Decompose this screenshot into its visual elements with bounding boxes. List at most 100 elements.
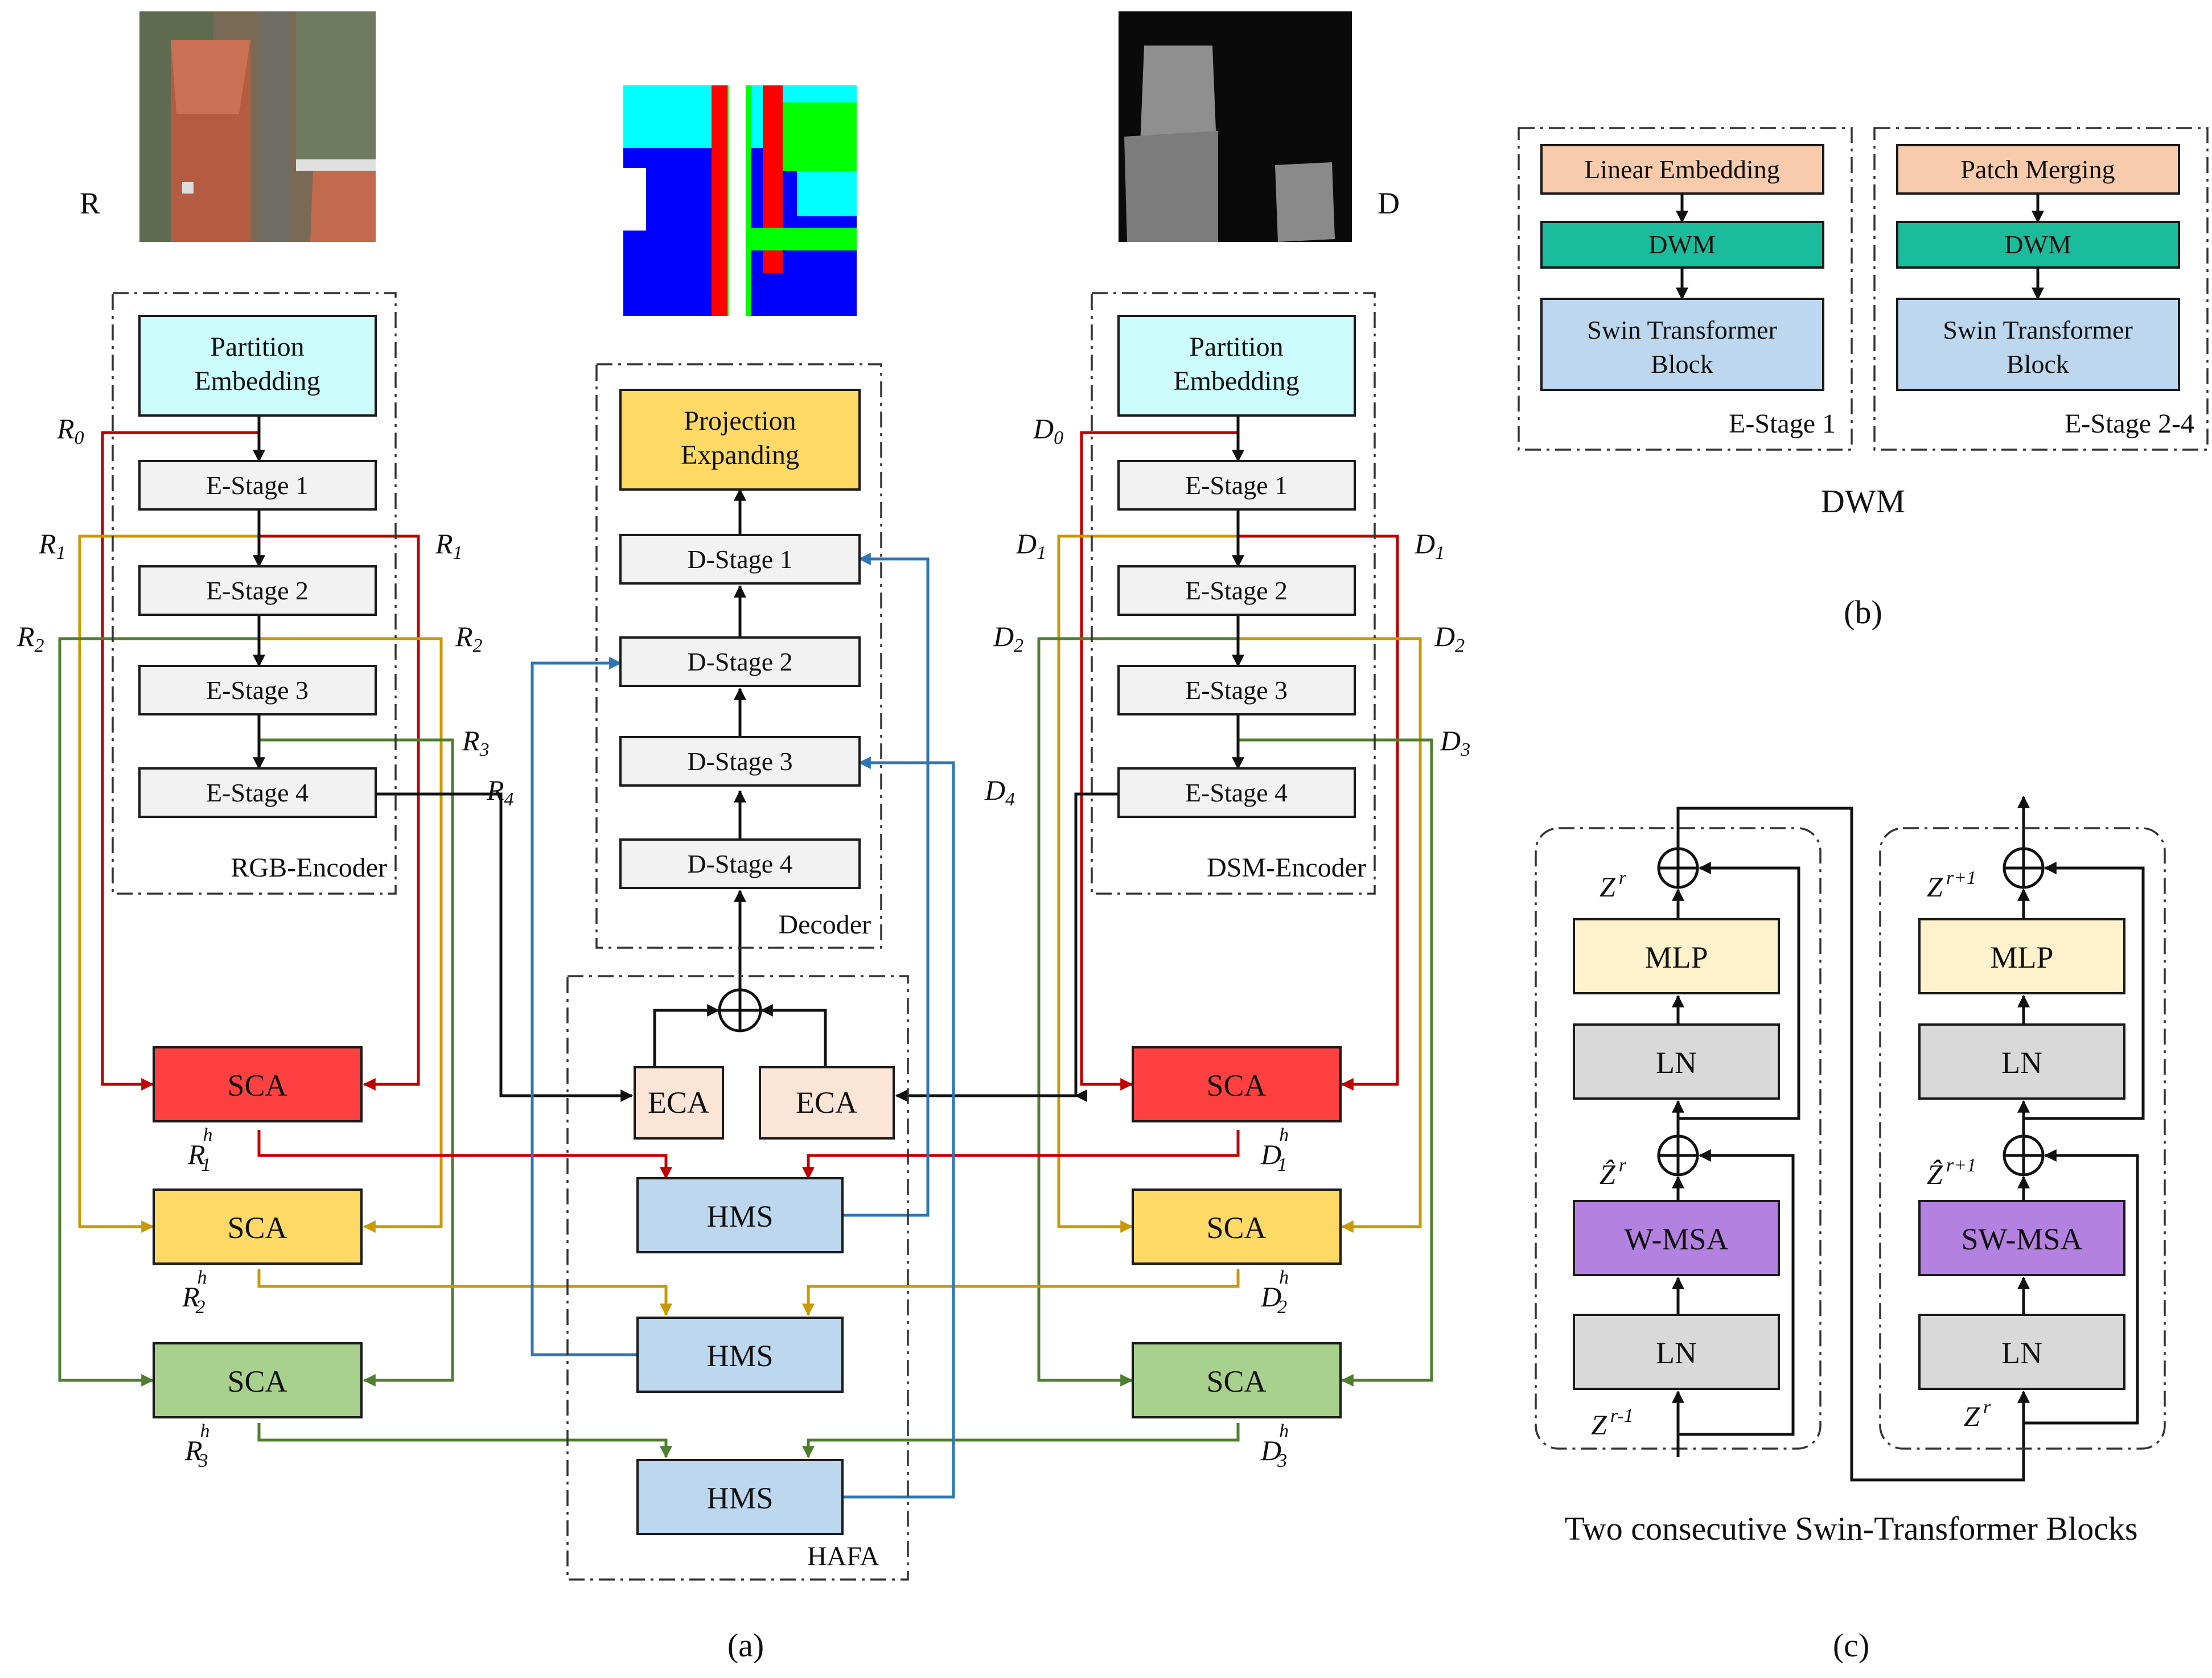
eca-right-label: ECA — [796, 1085, 857, 1120]
sca-rgb-2-label: SCA — [227, 1211, 287, 1245]
rgb-estage-3-label: E-Stage 3 — [206, 676, 309, 705]
hms-1 — [636, 1177, 844, 1253]
tap-r2-left: R2 — [17, 620, 44, 656]
swin-right-mlp-label: MLP — [1990, 940, 2053, 974]
eca-left — [634, 1066, 724, 1140]
sca-dsm-2 — [1132, 1188, 1342, 1265]
decoder-title: Decoder — [778, 910, 871, 940]
dsm-estage-4-label: E-Stage 4 — [1185, 778, 1288, 807]
dwm-right-swin-line2: Block — [2007, 349, 2069, 379]
tap-d1-left: D1 — [1015, 528, 1046, 564]
sca-dsm-3-label: SCA — [1206, 1364, 1266, 1399]
tap-d1-right: D1 — [1414, 528, 1445, 564]
wire-r1-yellow-left — [78, 534, 259, 1233]
wire-swin-left-skip-top — [1678, 862, 1800, 1120]
dwm-linear-embedding-label: Linear Embedding — [1584, 155, 1780, 184]
dsm-estage-1-label: E-Stage 1 — [1185, 471, 1288, 500]
sca-rgb-2 — [153, 1188, 363, 1265]
wire-d1-yellow-left — [1057, 534, 1238, 1233]
dwm-patch-merging-label: Patch Merging — [1960, 155, 2115, 184]
wire-r0 — [101, 431, 259, 1091]
swin-right-ln-bottom-label: LN — [2001, 1336, 2042, 1370]
wire-d4 — [895, 792, 1119, 1102]
wire-sca3-r-to-hms3 — [257, 1423, 672, 1459]
wire-sca2-r-to-hms2 — [257, 1269, 672, 1317]
dwm-right-swin — [1896, 298, 2180, 391]
wire-d2-green-left — [1037, 637, 1238, 1387]
hms-2 — [636, 1317, 844, 1393]
eca-right — [759, 1066, 895, 1140]
wire-d3-green-right — [1238, 738, 1433, 1387]
wire-hms1-to-dstage1 — [842, 553, 930, 1217]
panel-c-label: (c) — [1833, 1627, 1869, 1664]
projection-line1: Projection — [684, 406, 796, 436]
dwm-right-dwm — [1896, 221, 2180, 269]
swin-right-ln-top-label: LN — [2001, 1046, 2042, 1080]
dstage-3 — [619, 736, 861, 787]
wire-r2-green-left — [58, 637, 259, 1387]
dstage-2-label: D-Stage 2 — [687, 647, 792, 676]
wire-sca1-d-to-hms1 — [802, 1130, 1240, 1180]
decoder-group — [595, 363, 882, 949]
tap-d2-right: D2 — [1434, 620, 1465, 656]
dwm-left-swin — [1540, 298, 1824, 391]
dwm-left-stage-label: E-Stage 1 — [1729, 409, 1836, 439]
wire-d0 — [1080, 431, 1238, 1091]
wire-swin-between — [1676, 807, 2025, 1482]
swin-left-ln-top-label: LN — [1656, 1046, 1697, 1080]
hms-2-label: HMS — [706, 1339, 773, 1373]
swin-right-ln-bottom — [1918, 1314, 2125, 1390]
swin-left-ln-top — [1573, 1023, 1780, 1100]
wire-r1-red — [259, 534, 420, 1091]
dstage-3-label: D-Stage 3 — [687, 747, 792, 776]
tap-r2-right: R2 — [455, 620, 483, 656]
dwm-left-swin-line2: Block — [1651, 349, 1713, 379]
swin-right-group — [1879, 827, 2166, 1450]
rgb-estage-2-label: E-Stage 2 — [206, 576, 309, 605]
dsm-estage-3 — [1117, 665, 1356, 715]
sca-rgb-1 — [153, 1046, 363, 1122]
panel-a-label: (a) — [727, 1627, 764, 1664]
swin-left-mlp — [1573, 918, 1780, 994]
wire-sca1-r-to-hms1 — [257, 1130, 672, 1180]
hms-3-label: HMS — [706, 1481, 773, 1515]
panel-b-label: (b) — [1844, 594, 1882, 631]
tap-r3: R3 — [462, 725, 490, 760]
wire-r2-yellow-right — [259, 637, 443, 1233]
dstage-4 — [619, 838, 861, 889]
swin-left-sum-top — [1657, 847, 1699, 889]
wire-swin-left-skip-bottom — [1678, 1149, 1795, 1436]
wire-swin-right-skip-bottom — [2024, 1149, 2139, 1425]
sca-dsm-3 — [1132, 1342, 1342, 1418]
dsm-estage-4 — [1117, 767, 1356, 818]
dsm-partition-line1: Partition — [1189, 332, 1283, 362]
dsm-estage-1 — [1117, 460, 1356, 511]
wire-swin-right-skip-top — [2024, 862, 2145, 1120]
tap-r0: R0 — [56, 413, 84, 449]
dstage-1 — [619, 534, 861, 585]
sca-dsm-1 — [1132, 1046, 1342, 1122]
wire-eca-left-to-sum — [653, 1004, 720, 1067]
segmentation-output-image — [623, 85, 857, 316]
swin-left-msa-label: W-MSA — [1624, 1222, 1728, 1256]
tap-r4: R4 — [486, 774, 514, 810]
swin-left-ln-bottom — [1573, 1314, 1780, 1390]
tap-d3: D3 — [1440, 725, 1470, 760]
dwm-caption: DWM — [1821, 483, 1905, 520]
dstage-4-label: D-Stage 4 — [687, 849, 792, 878]
dsm-partition-line2: Embedding — [1173, 366, 1299, 396]
sca-dsm-1-label: SCA — [1206, 1068, 1266, 1103]
hms-1-label: HMS — [706, 1199, 773, 1233]
swin-right-sum-top — [2003, 847, 2045, 889]
wire-r4 — [376, 792, 634, 1102]
wire-hms2-to-dstage2 — [531, 657, 638, 1356]
dstage-1-label: D-Stage 1 — [687, 545, 792, 574]
sca-rgb-3 — [153, 1342, 363, 1418]
